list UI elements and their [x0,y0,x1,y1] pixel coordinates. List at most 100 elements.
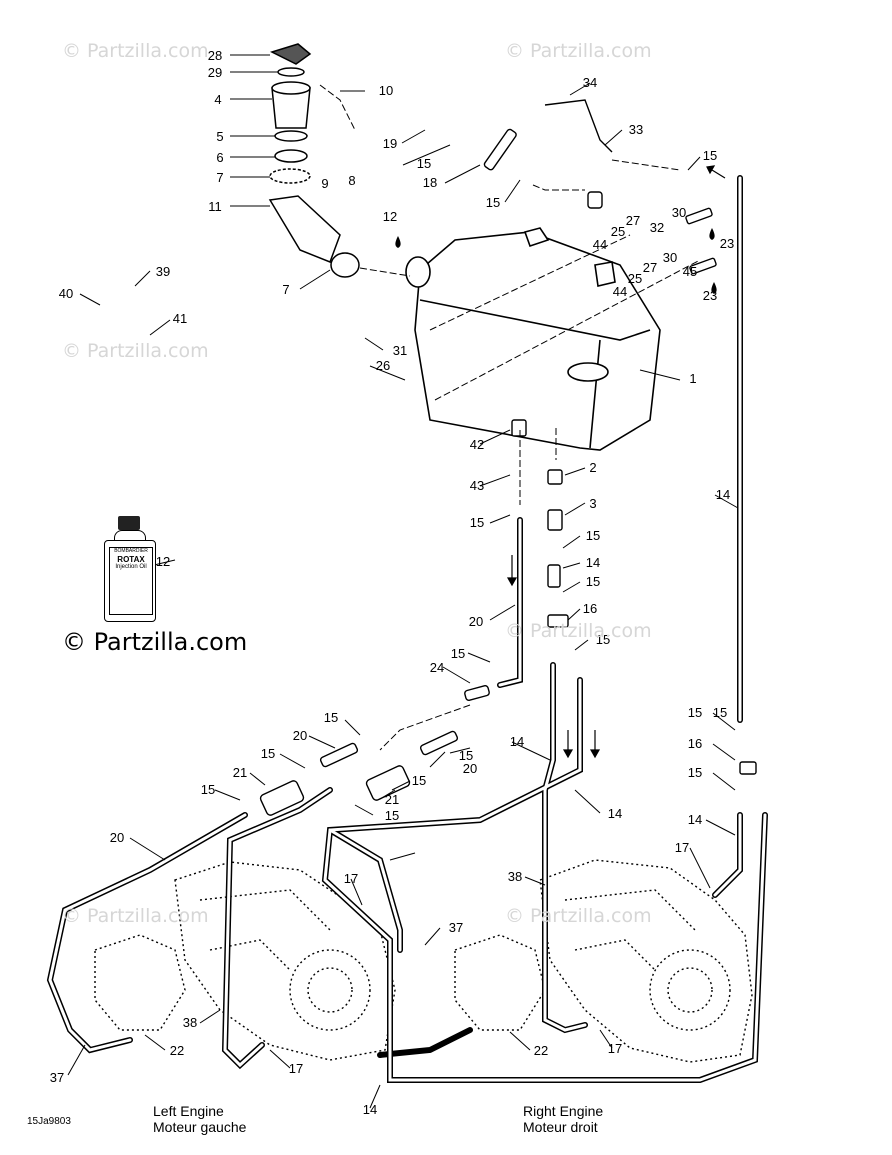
callout-label: 30 [672,205,686,220]
bottle-brand: BOMBARDIER [114,548,148,554]
small-parts [259,99,757,816]
callout-label: 30 [663,250,677,265]
callout-label: 15 [385,808,399,823]
callout-label: 15 [486,195,500,210]
callout-label: 45 [683,264,697,279]
callout-label: 14 [716,487,730,502]
watermark: © Partzilla.com [505,620,652,642]
callout-label: 14 [586,555,600,570]
oil-bottle-illustration: BOMBARDIER ROTAX Injection Oil [104,516,156,622]
callout-label: 44 [613,284,627,299]
right-engine-label-fr: Moteur droit [523,1119,598,1135]
callout-label: 15 [713,705,727,720]
callout-label: 1 [689,371,696,386]
callout-label: 25 [628,271,642,286]
callout-label: 11 [208,199,222,214]
callout-labels: 28 29 4 10 5 6 9 8 7 11 34 19 33 15 18 1… [50,48,734,1117]
callout-label: 15 [324,710,338,725]
callout-label: 15 [688,765,702,780]
callout-label: 15 [261,746,275,761]
callout-label: 17 [289,1061,303,1076]
left-engine-label-fr: Moteur gauche [153,1119,247,1135]
callout-label: 37 [449,920,463,935]
callout-label: 33 [629,122,643,137]
callout-label: 22 [534,1043,548,1058]
watermark: © Partzilla.com [62,340,209,362]
callout-label: 15 [688,705,702,720]
callout-label: 28 [208,48,222,63]
callout-label: 17 [344,871,358,886]
callout-label: 17 [675,840,689,855]
callout-label: 20 [293,728,307,743]
callout-label: 16 [688,736,702,751]
callout-label: 25 [611,224,625,239]
phantom-lines [319,84,701,751]
callout-label: 42 [470,437,484,452]
callout-label: 20 [110,830,124,845]
callout-label: 37 [50,1070,64,1085]
callout-label: 19 [383,136,397,151]
right-engine-caption: Right Engine Moteur droit [523,1103,603,1135]
callout-label: 22 [170,1043,184,1058]
watermark: © Partzilla.com [505,905,652,927]
callout-label: 39 [156,264,170,279]
diagram-code: 15Ja9803 [27,1116,71,1127]
callout-label: 21 [385,792,399,807]
callout-label: 40 [59,286,73,301]
callout-label: 17 [608,1041,622,1056]
left-engine-label: Left Engine [153,1103,224,1119]
callout-label: 34 [583,75,597,90]
right-engine-drawing [454,859,753,1063]
oil-drop-icon [709,228,715,240]
callout-label: 20 [463,761,477,776]
filler-neck [268,43,360,278]
callout-label: 38 [508,869,522,884]
oil-drop-icon [395,236,401,248]
callout-label: 20 [469,614,483,629]
callout-label: 15 [417,156,431,171]
callout-label: 2 [589,460,596,475]
watermark-main: © Partzilla.com [62,628,248,656]
watermark: © Partzilla.com [62,905,209,927]
bottle-label: BOMBARDIER ROTAX Injection Oil [109,547,153,615]
left-engine-drawing [94,861,396,1061]
callout-label: 7 [216,170,223,185]
callout-label: 27 [643,260,657,275]
callout-label: 12 [383,209,397,224]
callout-label: 7 [282,282,289,297]
oil-drop-icon [711,282,717,294]
flow-arrows [506,165,726,759]
callout-label: 15 [451,646,465,661]
callout-label: 14 [608,806,622,821]
callout-label: 41 [173,311,187,326]
callout-label: 15 [596,632,610,647]
watermark: © Partzilla.com [62,40,209,62]
callout-label: 15 [470,515,484,530]
bottle-desc: Injection Oil [115,564,147,570]
callout-label: 26 [376,358,390,373]
callout-label: 23 [720,236,734,251]
oil-drop-icons [395,228,717,294]
callout-label: 31 [393,343,407,358]
callout-label: 15 [459,748,473,763]
callout-label: 15 [412,773,426,788]
callout-label: 3 [589,496,596,511]
callout-label: 15 [201,782,215,797]
callout-label: 14 [363,1102,377,1117]
callout-label: 8 [348,173,355,188]
leader-lines [67,54,739,1109]
right-engine-label: Right Engine [523,1103,604,1119]
callout-label: 6 [216,150,223,165]
callout-label: 9 [321,176,328,191]
bottle-neck [114,530,146,543]
callout-label: 16 [583,601,597,616]
callout-label: 15 [586,574,600,589]
bottle-cap [118,516,140,530]
callout-label: 12 [156,554,170,569]
watermark: © Partzilla.com [505,40,652,62]
callout-label: 14 [688,812,702,827]
left-engine-caption: Left Engine Moteur gauche [153,1103,246,1135]
callout-label: 32 [650,220,664,235]
callout-label: 4 [214,92,221,107]
